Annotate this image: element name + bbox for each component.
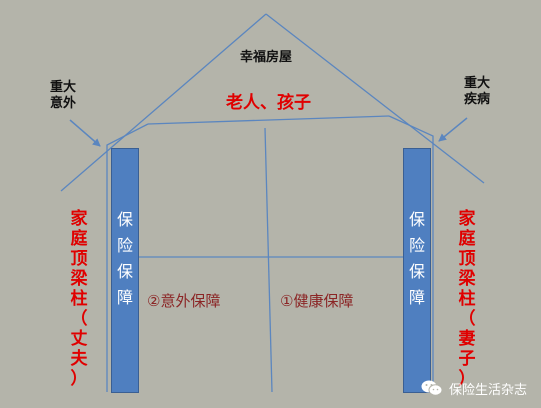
right-insurance-column: 保 险 保 障 bbox=[403, 148, 431, 393]
left-column-char: 险 bbox=[116, 236, 133, 255]
left-risk-label-2: 意外 bbox=[50, 96, 77, 111]
left-pillar-char: （ bbox=[70, 309, 88, 329]
left-pillar-char: ） bbox=[70, 369, 88, 389]
roof-title: 幸福房屋 bbox=[240, 50, 293, 65]
right-pillar-char: 家 bbox=[458, 209, 476, 229]
watermark: 保险生活杂志 bbox=[421, 375, 527, 401]
right-column-char: 障 bbox=[408, 288, 425, 307]
roof-right-line bbox=[265, 13, 485, 184]
left-column-char: 障 bbox=[116, 288, 133, 307]
left-pillar-char: 顶 bbox=[70, 249, 88, 269]
right-column-char: 保 bbox=[408, 262, 425, 281]
accident-cover-label: ②意外保障 bbox=[147, 292, 221, 310]
left-column-char: 保 bbox=[116, 262, 133, 281]
left-insurance-column: 保 险 保 障 bbox=[111, 148, 139, 393]
right-pillar-char: 子 bbox=[458, 349, 476, 369]
left-column-char: 保 bbox=[116, 210, 133, 229]
watermark-text: 保险生活杂志 bbox=[449, 382, 528, 398]
right-pillar-char: 妻 bbox=[458, 329, 476, 349]
health-cover-label: ①健康保障 bbox=[280, 292, 354, 310]
left-pillar-char: 柱 bbox=[70, 289, 88, 309]
left-pillar-char: 丈 bbox=[70, 329, 88, 349]
attic-floor-line bbox=[147, 115, 390, 125]
left-wall-line bbox=[106, 123, 149, 392]
right-risk-arrow bbox=[438, 117, 468, 142]
left-risk-arrow bbox=[69, 119, 101, 147]
left-pillar-char: 梁 bbox=[70, 269, 88, 289]
right-column-char: 险 bbox=[408, 236, 425, 255]
right-pillar-char: 梁 bbox=[458, 269, 476, 289]
right-risk-label-2: 疾病 bbox=[464, 92, 491, 107]
right-pillar-char: 柱 bbox=[458, 289, 476, 309]
roof-beneficiaries: 老人、孩子 bbox=[226, 93, 311, 113]
right-column-char: 保 bbox=[408, 210, 425, 229]
right-wall-line bbox=[388, 115, 434, 392]
left-pillar-char: 夫 bbox=[70, 349, 88, 369]
middle-divider-line bbox=[264, 127, 273, 393]
right-risk-label-1: 重大 bbox=[464, 76, 491, 91]
right-pillar-char: （ bbox=[458, 309, 476, 329]
roof-left-line bbox=[60, 13, 267, 192]
right-pillar-char: ） bbox=[458, 369, 476, 389]
left-risk-label-1: 重大 bbox=[50, 80, 77, 95]
left-pillar-label: 家 庭 顶 梁 柱 （ 丈 夫 ） bbox=[69, 209, 89, 389]
right-pillar-char: 顶 bbox=[458, 249, 476, 269]
wechat-icon bbox=[421, 380, 443, 396]
right-pillar-char: 庭 bbox=[458, 229, 476, 249]
left-pillar-char: 庭 bbox=[70, 229, 88, 249]
right-pillar-label: 家 庭 顶 梁 柱 （ 妻 子 ） bbox=[457, 209, 477, 389]
left-pillar-char: 家 bbox=[70, 209, 88, 229]
